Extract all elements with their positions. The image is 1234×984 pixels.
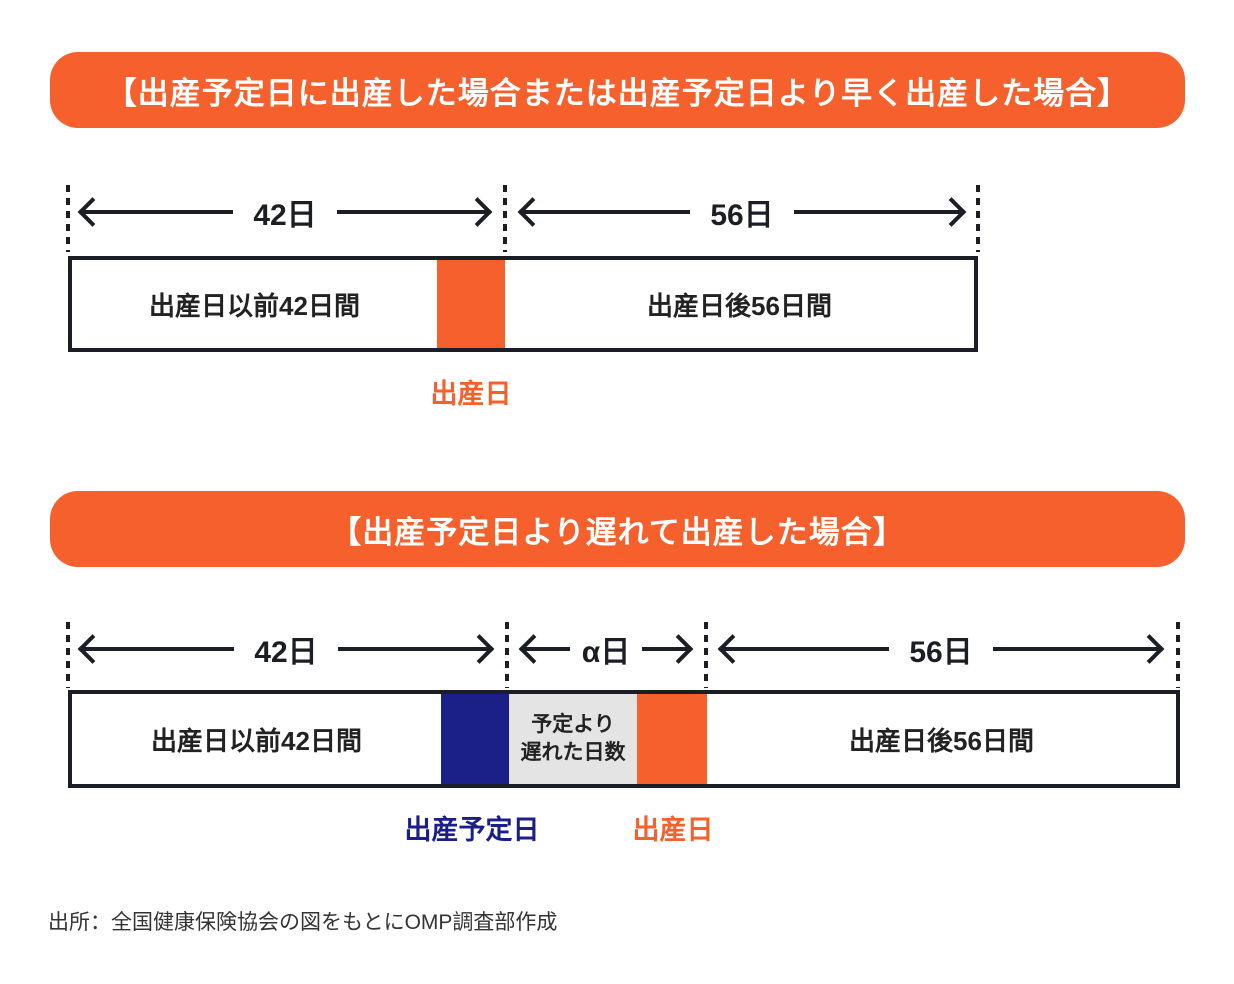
delay-label-line2: 遅れた日数 xyxy=(520,741,626,764)
arrow-right-head-icon xyxy=(642,647,692,651)
dashed-boundary-line xyxy=(66,622,70,688)
arrow-left-head-icon xyxy=(720,647,890,651)
arrow-right-head-icon xyxy=(336,210,490,214)
duration-label: 56日 xyxy=(710,199,774,232)
pre-birth-period-label: 出産日以前42日間 xyxy=(149,290,360,321)
duration-arrow-42days: 42日 xyxy=(80,190,490,234)
post-birth-period-label: 出産日後56日間 xyxy=(849,725,1034,756)
case1-period-box: 出産日以前42日間 出産日後56日間 xyxy=(68,256,978,352)
birth-day-label: 出産日 xyxy=(632,815,714,845)
dashed-boundary-line xyxy=(976,185,980,252)
dashed-boundary-line xyxy=(1176,622,1180,688)
duration-label: 42日 xyxy=(253,199,317,232)
dashed-boundary-line xyxy=(704,622,708,688)
duration-arrow-56days: 56日 xyxy=(520,190,964,234)
birth-day-label: 出産日 xyxy=(430,379,512,409)
case2-period-box: 出産日以前42日間 予定より 遅れた日数 出産日後56日間 xyxy=(68,690,1180,788)
dashed-boundary-line xyxy=(66,185,70,252)
duration-arrow-42days: 42日 xyxy=(80,627,492,671)
case1-banner: 【出産予定日に出産した場合または出産予定日より早く出産した場合】 xyxy=(50,52,1185,128)
birth-day-segment xyxy=(437,260,505,348)
due-date-segment xyxy=(441,694,509,784)
arrow-right-head-icon xyxy=(992,647,1162,651)
arrow-left-head-icon xyxy=(80,647,235,651)
duration-label: 56日 xyxy=(909,636,973,669)
arrow-left-head-icon xyxy=(80,210,234,214)
delay-label-line1: 予定より xyxy=(531,712,615,736)
duration-arrow-56days: 56日 xyxy=(720,627,1162,671)
post-birth-period-label: 出産日後56日間 xyxy=(647,290,832,321)
source-note: 出所：全国健康保険協会の図をもとにOMP調査部作成 xyxy=(48,911,558,934)
delay-days-segment: 予定より 遅れた日数 xyxy=(509,694,637,784)
dashed-boundary-line xyxy=(505,622,509,688)
duration-arrow-alpha-days: α日 xyxy=(521,627,692,671)
case2-banner: 【出産予定日より遅れて出産した場合】 xyxy=(50,491,1185,567)
pre-birth-period-label: 出産日以前42日間 xyxy=(151,725,362,756)
arrow-left-head-icon xyxy=(521,647,570,651)
duration-label: 42日 xyxy=(254,636,318,669)
dashed-boundary-line xyxy=(503,185,507,252)
duration-label: α日 xyxy=(581,636,631,669)
arrow-right-head-icon xyxy=(793,210,964,214)
birth-day-segment xyxy=(637,694,707,784)
arrow-right-head-icon xyxy=(337,647,492,651)
due-date-label: 出産予定日 xyxy=(404,815,540,845)
arrow-left-head-icon xyxy=(520,210,691,214)
